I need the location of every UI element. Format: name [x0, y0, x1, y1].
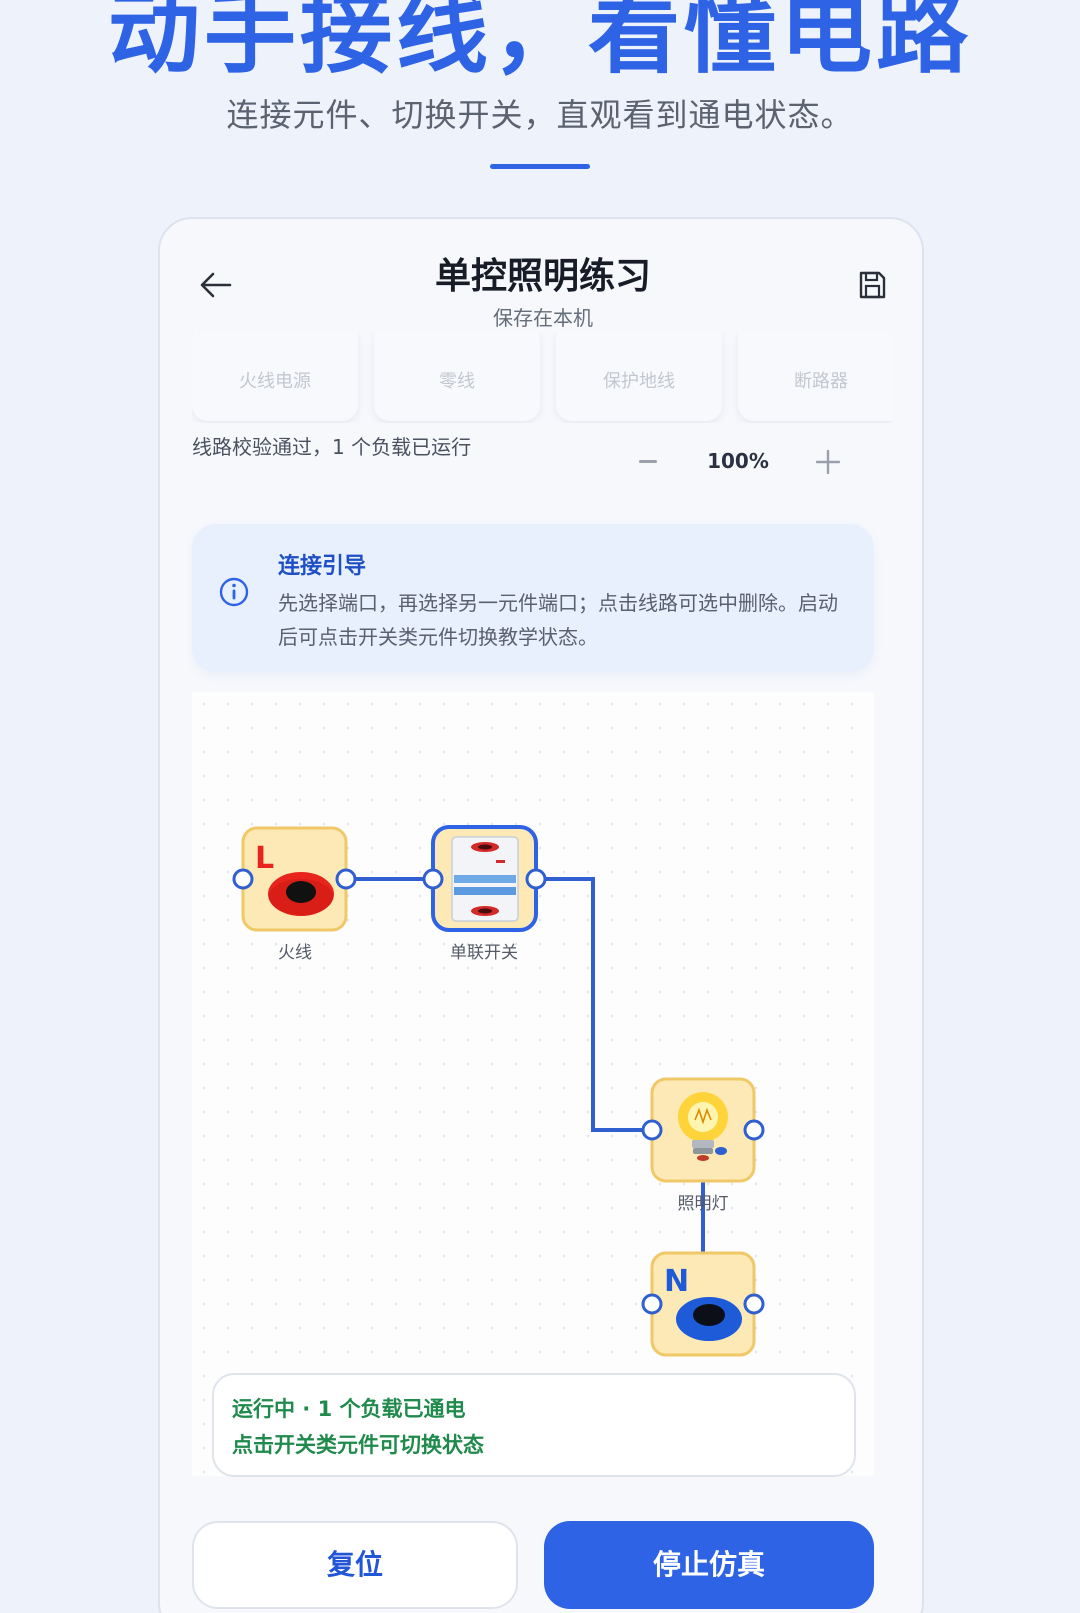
port-switch-right: [525, 868, 547, 890]
floppy-disk-icon: [859, 271, 886, 299]
port-live-left: [232, 868, 254, 890]
port-lamp-left: [641, 1119, 663, 1141]
palette-item-ground[interactable]: 保护地线: [556, 333, 722, 421]
page-subtitle: 保存在本机: [493, 306, 593, 330]
arrow-left-icon: [200, 272, 232, 298]
label-switch: 单联开关: [450, 943, 518, 963]
connection-guide: 连接引导 先选择端口，再选择另一元件端口；点击线路可选中删除。启动后可点击开关类…: [192, 524, 874, 672]
hero-subtitle: 连接元件、切换开关，直观看到通电状态。: [226, 96, 854, 134]
palette-item-label: 零线: [439, 371, 475, 392]
port-neutral-left: [641, 1293, 663, 1315]
component-neutral[interactable]: N: [650, 1251, 756, 1357]
wire-switch-to-lamp: [536, 877, 652, 1132]
reset-button[interactable]: 复位: [192, 1521, 518, 1609]
palette-item-label: 断路器: [794, 371, 848, 392]
port-lamp-right: [743, 1119, 765, 1141]
stop-simulation-button[interactable]: 停止仿真: [544, 1521, 874, 1609]
plus-icon: [815, 449, 841, 475]
port-neutral-right: [743, 1293, 765, 1315]
guide-title: 连接引导: [278, 554, 367, 579]
palette-item-neutral[interactable]: 零线: [374, 333, 540, 421]
minus-icon: [639, 460, 657, 463]
hero-divider: [490, 164, 590, 169]
port-live-right: [335, 868, 357, 890]
save-button[interactable]: [850, 263, 894, 307]
run-status-line2: 点击开关类元件可切换状态: [232, 1433, 484, 1457]
palette-item-label: 保护地线: [603, 371, 675, 392]
zoom-level: 100%: [707, 449, 769, 473]
neutral-glyph: N: [664, 1264, 689, 1299]
component-lamp[interactable]: [650, 1077, 756, 1183]
palette-item-label: 火线电源: [239, 371, 311, 392]
zoom-out-button[interactable]: [628, 447, 668, 477]
palette-item-live-power[interactable]: 火线电源: [192, 333, 358, 421]
validation-status: 线路校验通过，1 个负载已运行: [192, 435, 472, 459]
run-status-card: 运行中 · 1 个负载已通电 点击开关类元件可切换状态: [212, 1373, 856, 1477]
label-live: 火线: [278, 943, 312, 963]
guide-text: 先选择端口，再选择另一元件端口；点击线路可选中删除。启动后可点击开关类元件切换教…: [278, 591, 838, 649]
hero-title: 动手接线，看懂电路: [107, 0, 972, 86]
page-title: 单控照明练习: [434, 256, 651, 297]
port-switch-left: [422, 868, 444, 890]
component-switch[interactable]: [431, 825, 538, 932]
circuit-canvas[interactable]: L: [192, 692, 874, 1476]
label-lamp: 照明灯: [677, 1194, 729, 1214]
phone-screen: 单控照明练习 保存在本机 火线电源 零线 保护地线 断路器 线路校验通过，1 个…: [158, 217, 924, 1613]
component-live[interactable]: L: [241, 826, 348, 932]
component-palette: 火线电源 零线 保护地线 断路器: [192, 333, 892, 423]
zoom-in-button[interactable]: [808, 445, 848, 479]
circuit-diagram: L: [232, 825, 765, 1357]
live-glyph: L: [255, 841, 274, 876]
run-status-line1: 运行中 · 1 个负载已通电: [232, 1397, 466, 1421]
palette-item-breaker[interactable]: 断路器: [738, 333, 892, 421]
info-icon: [219, 577, 249, 607]
back-button[interactable]: [194, 263, 238, 307]
